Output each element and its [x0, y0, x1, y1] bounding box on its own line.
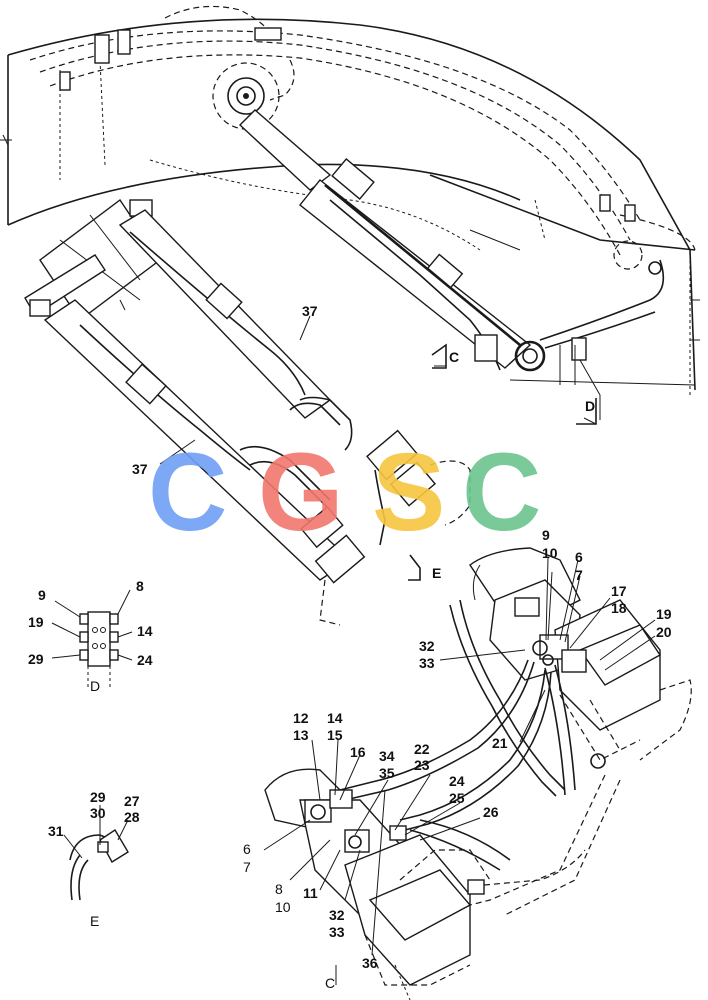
lower-valve-assembly — [264, 768, 586, 1000]
watermark-letter-g: G — [258, 431, 344, 554]
callout-36: 36 — [362, 955, 378, 971]
detail-d-callout-9: 9 — [38, 587, 46, 603]
callout-14-lower: 14 — [327, 710, 343, 726]
view-label-c-top: C — [449, 349, 459, 365]
detail-d-callout-24: 24 — [137, 652, 153, 668]
callout-15: 15 — [327, 727, 343, 743]
callout-37-lower: 37 — [132, 461, 148, 477]
detail-e — [63, 805, 129, 901]
boom-top-hoses — [29, 5, 696, 256]
callout-13: 13 — [293, 727, 309, 743]
callout-11: 11 — [303, 885, 318, 901]
callout-26: 26 — [483, 804, 499, 820]
detail-e-callout-31: 31 — [48, 823, 64, 839]
watermark-letter-s: S — [372, 431, 445, 554]
detail-d — [51, 589, 133, 690]
view-label-c-bottom: C — [325, 975, 335, 991]
callout-16: 16 — [350, 744, 366, 760]
callout-7-right: 7 — [575, 567, 583, 583]
view-label-e-top: E — [432, 565, 441, 581]
watermark-letter-c2: C — [462, 431, 541, 554]
detail-e-callout-30: 30 — [90, 805, 106, 821]
callout-6-lower: 6 — [243, 841, 251, 857]
lower-assembly-leaders — [263, 739, 481, 985]
callout-37-upper: 37 — [302, 303, 318, 319]
view-label-d-top: D — [585, 398, 595, 414]
callout-8-lower: 8 — [275, 881, 283, 897]
callout-20: 20 — [656, 624, 672, 640]
callout-7-lower: 7 — [243, 859, 251, 875]
callout-6-right: 6 — [575, 549, 583, 565]
detail-d-callout-19: 19 — [28, 614, 44, 630]
detail-e-callout-29: 29 — [90, 789, 106, 805]
callout-24-lower: 24 — [449, 773, 465, 789]
callout-25: 25 — [449, 790, 465, 806]
callout-32-lower: 32 — [329, 907, 345, 923]
callout-17: 17 — [611, 583, 627, 599]
view-mark-d-top — [576, 398, 597, 425]
callout-9-right: 9 — [542, 527, 550, 543]
callout-33-right: 33 — [419, 655, 435, 671]
boom-foot-fittings — [539, 240, 665, 385]
callout-35: 35 — [379, 765, 395, 781]
callout-18: 18 — [611, 600, 627, 616]
view-mark-c-top — [431, 343, 447, 369]
callout-10-lower: 10 — [275, 899, 291, 915]
detail-d-callout-8: 8 — [136, 578, 144, 594]
view-mark-e-top — [408, 554, 421, 581]
callout-32-right: 32 — [419, 638, 435, 654]
callout-19-right: 19 — [656, 606, 672, 622]
detail-d-callout-14: 14 — [137, 623, 153, 639]
detail-d-caption: D — [90, 678, 100, 694]
watermark-letter-c1: C — [148, 431, 227, 554]
callout-10-right: 10 — [542, 545, 558, 561]
right-valve-assembly — [469, 547, 692, 916]
callout-21: 21 — [492, 735, 508, 751]
detail-e-callout-28: 28 — [124, 809, 140, 825]
right-assembly-leaders — [439, 557, 656, 743]
callout-22: 22 — [414, 741, 430, 757]
connecting-hoses — [339, 599, 576, 871]
detail-e-caption: E — [90, 913, 99, 929]
detail-e-callout-27: 27 — [124, 793, 140, 809]
callout-12: 12 — [293, 710, 309, 726]
center-valve-cluster — [300, 429, 471, 626]
detail-d-callout-29: 29 — [28, 651, 44, 667]
callout-23: 23 — [414, 757, 430, 773]
cgsc-watermark: C G S C — [148, 431, 541, 554]
upper-boom-cylinder — [238, 109, 546, 372]
callout-33-lower: 33 — [329, 924, 345, 940]
callout-34: 34 — [379, 748, 395, 764]
